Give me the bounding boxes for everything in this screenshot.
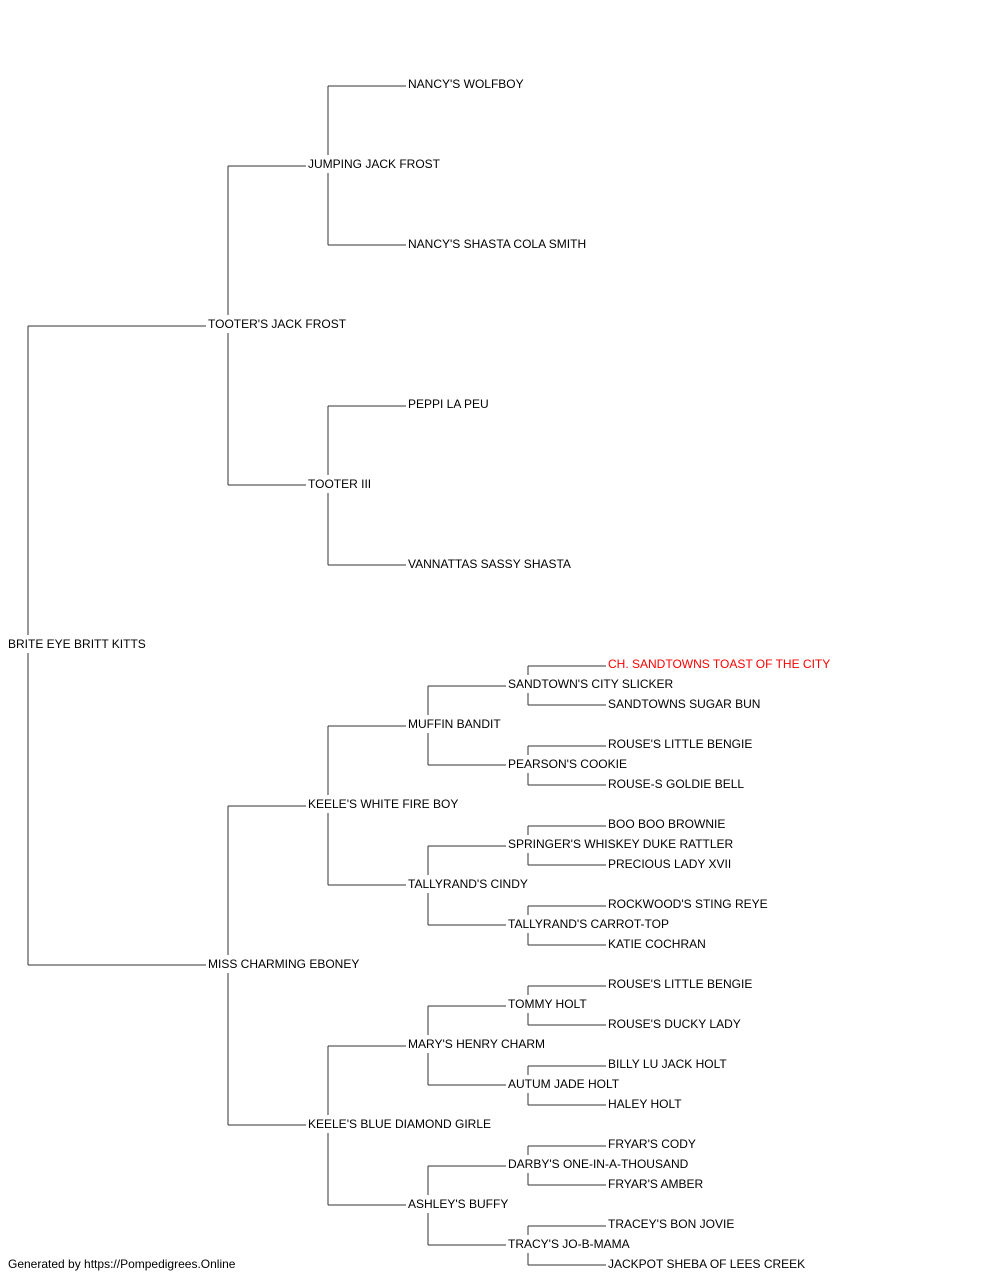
pedigree-name-gen5: BOO BOO BROWNIE	[608, 817, 726, 831]
pedigree-name-gen5: ROCKWOOD'S STING REYE	[608, 897, 768, 911]
pedigree-name-gen4: DARBY'S ONE-IN-A-THOUSAND	[508, 1157, 689, 1171]
pedigree-name-gen5: FRYAR'S AMBER	[608, 1177, 704, 1191]
pedigree-name-gen5: KATIE COCHRAN	[608, 937, 706, 951]
pedigree-name-gen4: PEARSON'S COOKIE	[508, 757, 627, 771]
pedigree-name-gen4: TALLYRAND'S CARROT-TOP	[508, 917, 669, 931]
pedigree-name-gen3: PEPPI LA PEU	[408, 397, 489, 411]
pedigree-name-gen3: TALLYRAND'S CINDY	[408, 877, 528, 891]
pedigree-name-gen5: ROUSE-S GOLDIE BELL	[608, 777, 745, 791]
pedigree-name-gen5: FRYAR'S CODY	[608, 1137, 696, 1151]
pedigree-name-gen3: MUFFIN BANDIT	[408, 717, 501, 731]
pedigree-name-gen4: TRACY'S JO-B-MAMA	[508, 1237, 630, 1251]
pedigree-name-gen1: TOOTER'S JACK FROST	[208, 317, 347, 331]
pedigree-name-gen5: ROUSE'S DUCKY LADY	[608, 1017, 741, 1031]
pedigree-name-gen5: TRACEY'S BON JOVIE	[608, 1217, 735, 1231]
pedigree-name-gen5: HALEY HOLT	[608, 1097, 682, 1111]
pedigree-name-gen3: VANNATTAS SASSY SHASTA	[408, 557, 571, 571]
pedigree-name-gen1: MISS CHARMING EBONEY	[208, 957, 360, 971]
pedigree-name-gen5: CH. SANDTOWNS TOAST OF THE CITY	[608, 657, 831, 671]
footer-credit: Generated by https://Pompedigrees.Online	[8, 1257, 236, 1271]
pedigree-name-gen3: NANCY'S WOLFBOY	[408, 77, 524, 91]
pedigree-name-gen4: TOMMY HOLT	[508, 997, 587, 1011]
pedigree-name-gen4: AUTUM JADE HOLT	[508, 1077, 620, 1091]
pedigree-name-gen5: ROUSE'S LITTLE BENGIE	[608, 737, 753, 751]
pedigree-name-gen2: JUMPING JACK FROST	[308, 157, 441, 171]
pedigree-name-gen3: NANCY'S SHASTA COLA SMITH	[408, 237, 587, 251]
pedigree-name-gen2: KEELE'S WHITE FIRE BOY	[308, 797, 459, 811]
pedigree-name-gen3: ASHLEY'S BUFFY	[408, 1197, 509, 1211]
pedigree-name-gen5: BILLY LU JACK HOLT	[608, 1057, 727, 1071]
pedigree-name-gen5: JACKPOT SHEBA OF LEES CREEK	[608, 1257, 806, 1271]
pedigree-name-gen4: SPRINGER'S WHISKEY DUKE RATTLER	[508, 837, 734, 851]
pedigree-name-gen5: SANDTOWNS SUGAR BUN	[608, 697, 761, 711]
pedigree-name-gen5: ROUSE'S LITTLE BENGIE	[608, 977, 753, 991]
pedigree-name-gen2: KEELE'S BLUE DIAMOND GIRLE	[308, 1117, 492, 1131]
pedigree-name-gen2: TOOTER III	[308, 477, 372, 491]
pedigree-name-gen3: MARY'S HENRY CHARM	[408, 1037, 545, 1051]
pedigree-name-gen4: SANDTOWN'S CITY SLICKER	[508, 677, 674, 691]
pedigree-name-gen5: PRECIOUS LADY XVII	[608, 857, 732, 871]
pedigree-name-gen0: BRITE EYE BRITT KITTS	[8, 637, 146, 651]
